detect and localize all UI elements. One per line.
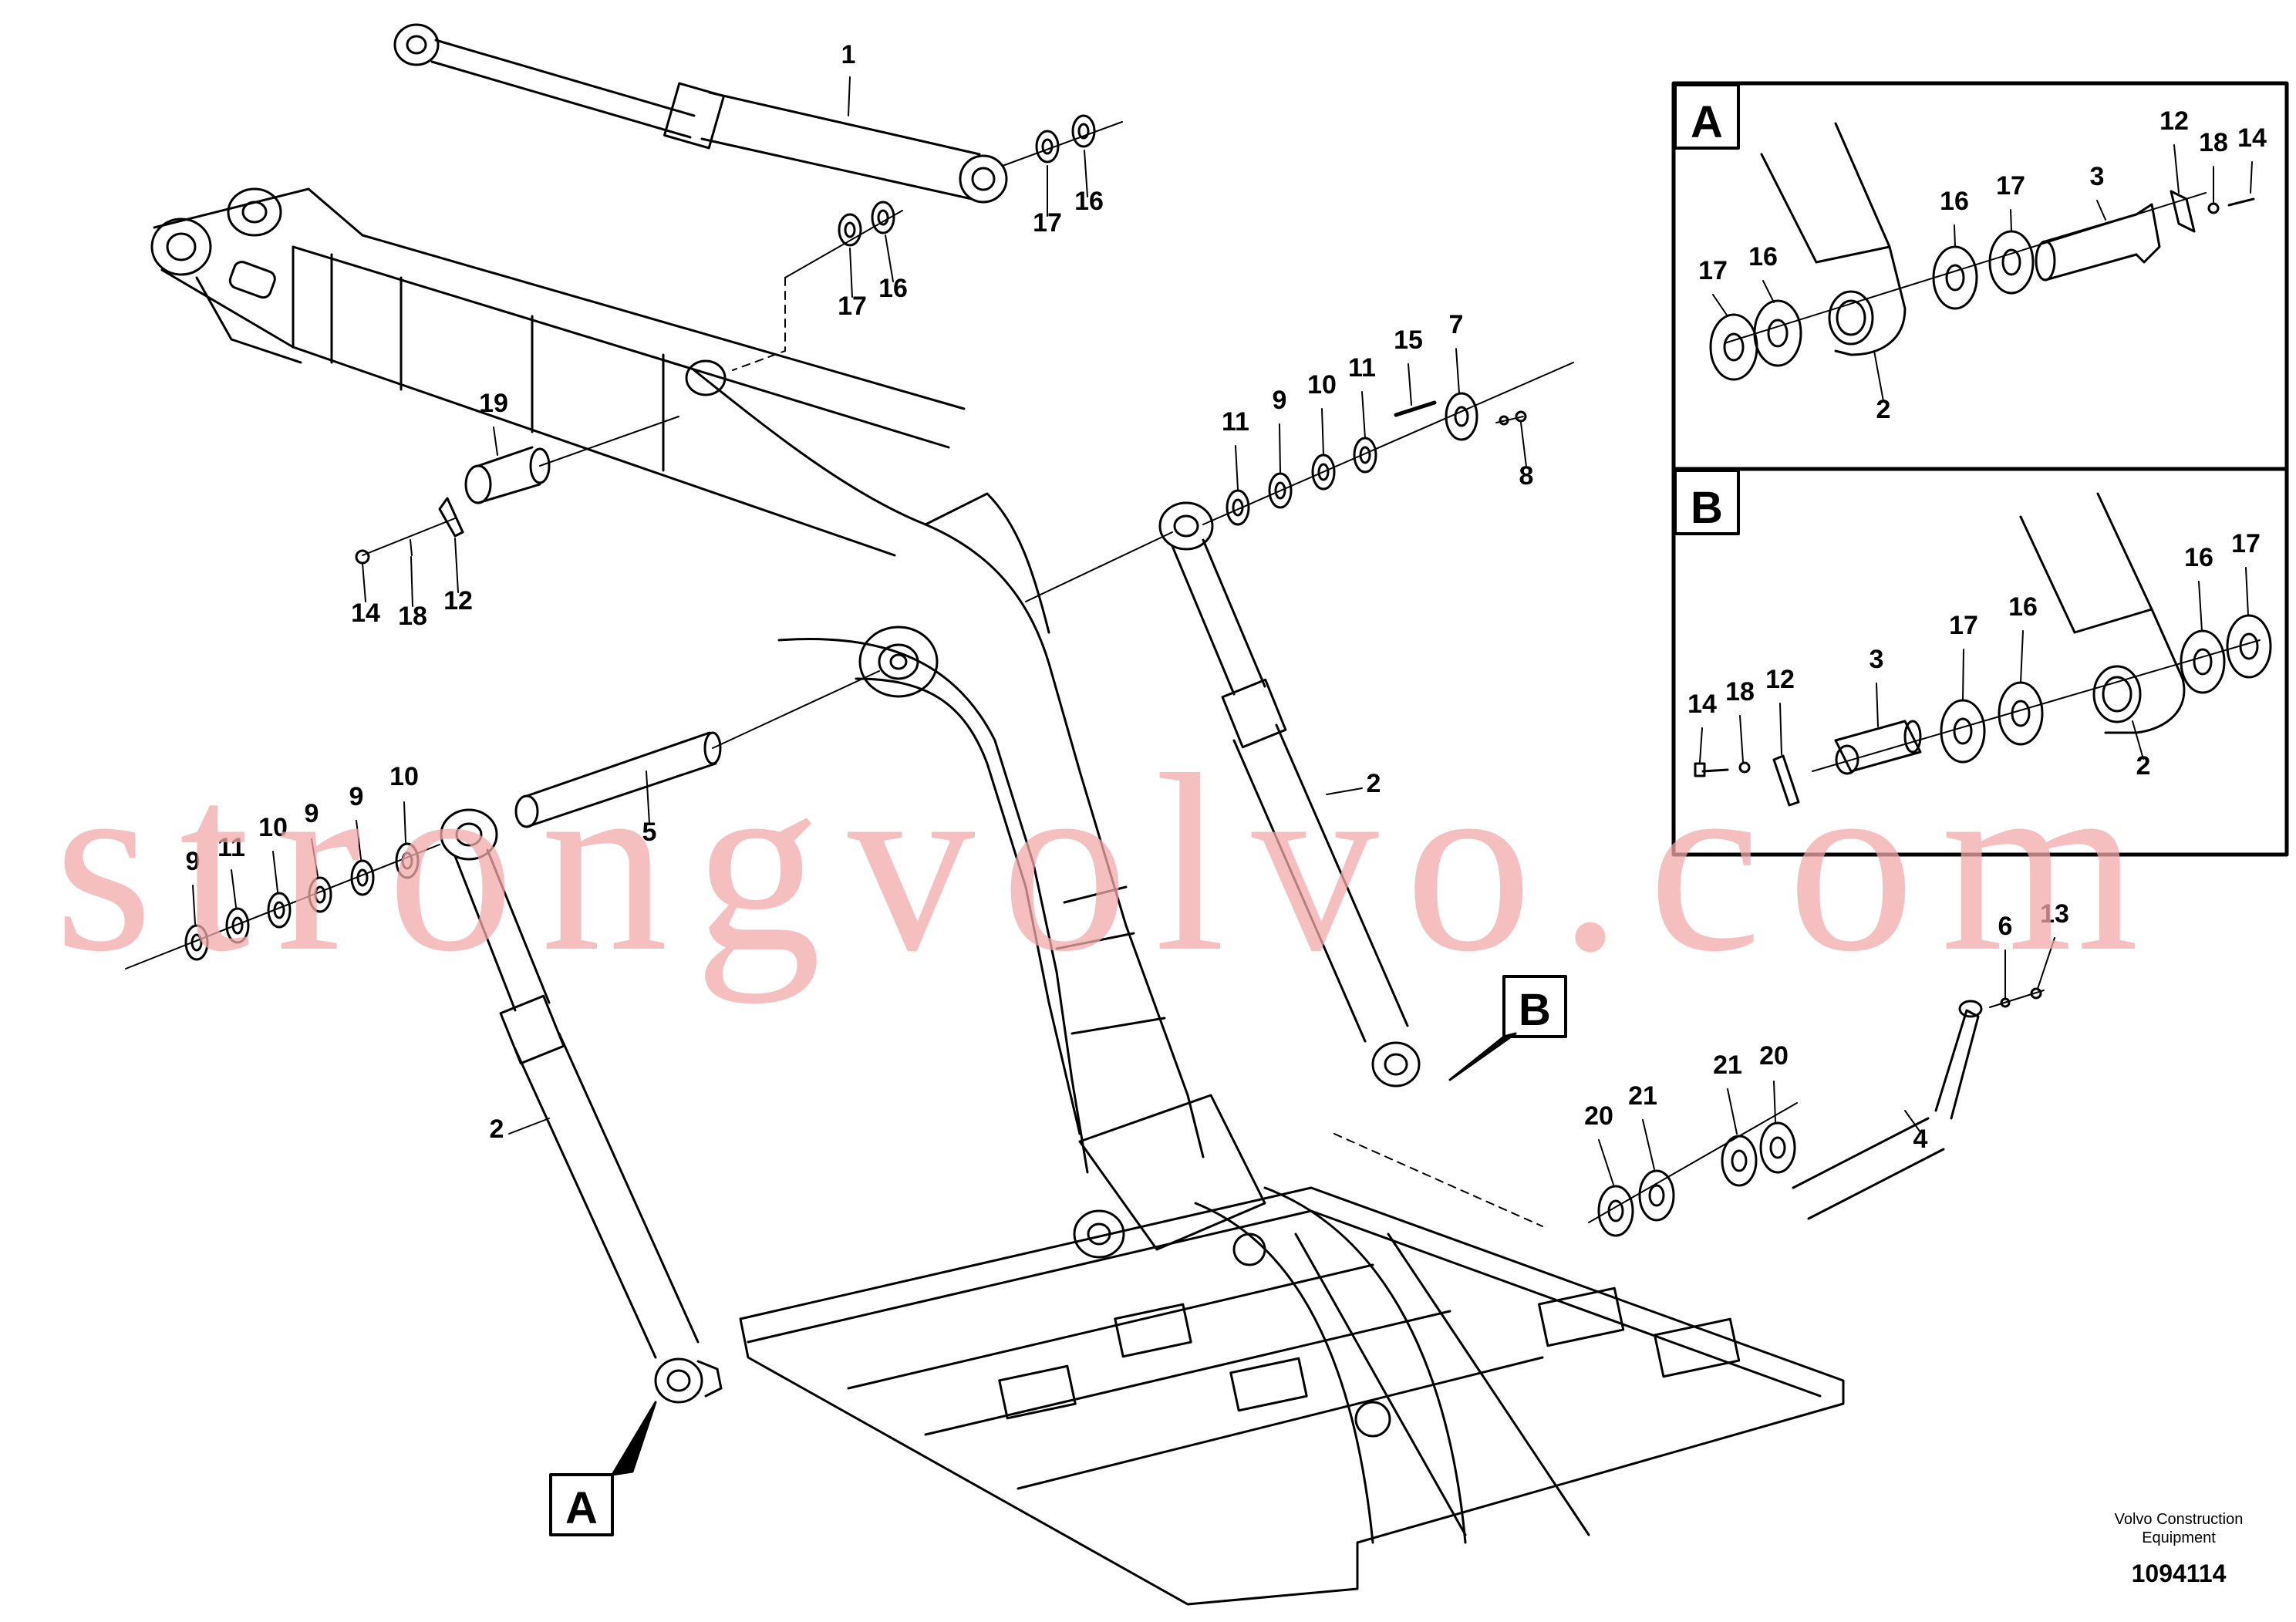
main-callout-10: 10 — [1307, 370, 1337, 400]
main-callout-9: 9 — [305, 799, 319, 828]
main-callout-7: 7 — [1449, 310, 1464, 339]
base-frame — [739, 1186, 1845, 1606]
inset-b-callout-17: 17 — [2231, 529, 2261, 558]
inset-a-callout-18: 18 — [2199, 128, 2228, 157]
view-marker-a — [549, 1401, 657, 1536]
washers-cylinder-1 — [732, 114, 1123, 371]
pin-4 — [1588, 987, 2045, 1237]
callout-labels-inset-a: 12 18 14 3 17 16 17 16 2 — [1698, 106, 2267, 424]
company-line-2: Equipment — [2142, 1529, 2216, 1546]
main-callout-11: 11 — [1348, 353, 1376, 383]
main-callout-19: 19 — [479, 389, 508, 418]
drawing-number: 1094114 — [2131, 1560, 2227, 1587]
inset-a-callout-17: 17 — [1996, 171, 2025, 201]
main-callout-16: 16 — [1074, 187, 1104, 216]
main-callout-5: 5 — [642, 818, 657, 847]
main-callout-4: 4 — [1913, 1125, 1928, 1154]
main-callout-21: 21 — [1713, 1050, 1742, 1080]
main-callout-14: 14 — [351, 599, 380, 628]
inset-a-callout-2: 2 — [1876, 395, 1891, 424]
inset-a-label: A — [1691, 97, 1723, 147]
main-callout-9: 9 — [1273, 386, 1287, 415]
inset-b-callout-16: 16 — [2184, 543, 2213, 572]
inset-b-label: B — [1691, 483, 1723, 533]
main-callout-1: 1 — [841, 40, 856, 69]
inset-a-callout-14: 14 — [2237, 123, 2267, 153]
main-callout-21: 21 — [1628, 1081, 1657, 1111]
detail-inset-b — [1671, 467, 2289, 857]
main-callout-17: 17 — [1033, 208, 1062, 238]
callout-labels-inset-b: 16 17 17 16 3 14 18 12 2 — [1687, 529, 2261, 781]
main-callout-11: 11 — [1222, 407, 1249, 437]
boom-cylinder-1 — [393, 23, 1008, 204]
inset-b-callout-12: 12 — [1765, 665, 1795, 694]
callout-labels-main: 1 17 16 17 16 19 14 18 12 11 9 10 11 15 7 8 5 9 11 10 9 9 10 2 2… — [186, 40, 2069, 1154]
company-line-1: Volvo Construction — [2114, 1511, 2244, 1528]
main-callout-17: 17 — [838, 292, 867, 321]
main-callout-18: 18 — [398, 602, 427, 631]
main-callout-20: 20 — [1759, 1041, 1789, 1071]
inset-b-callout-16: 16 — [2008, 592, 2038, 622]
inset-a-callout-16: 16 — [1748, 242, 1778, 271]
main-callout-16: 16 — [878, 274, 908, 303]
inset-b-callout-18: 18 — [1725, 677, 1755, 706]
inset-a-callout-12: 12 — [2159, 106, 2189, 136]
arm-structure — [150, 187, 966, 557]
pin-19 — [355, 416, 679, 565]
main-callout-12: 12 — [443, 586, 473, 615]
inset-a-callout-16: 16 — [1940, 187, 1969, 216]
main-callout-9: 9 — [349, 782, 364, 811]
view-marker-b — [1448, 975, 1567, 1081]
inset-a-callout-17: 17 — [1698, 256, 1728, 285]
view-marker-b-label: B — [1519, 985, 1551, 1035]
washers-left — [125, 842, 440, 969]
pin-5 — [514, 670, 880, 828]
detail-inset-a — [1671, 81, 2289, 471]
leader-lines — [192, 76, 2253, 1185]
boom-cylinder-2-right — [1025, 501, 1421, 1088]
main-callout-2: 2 — [1367, 769, 1381, 798]
footer-block: Volvo Construction Equipment 1094114 — [2075, 1510, 2283, 1588]
main-callout-8: 8 — [1519, 461, 1534, 491]
boom-structure — [693, 369, 1266, 1259]
main-callout-15: 15 — [1394, 325, 1423, 355]
inset-b-callout-17: 17 — [1949, 611, 1978, 640]
main-callout-2: 2 — [490, 1114, 504, 1144]
inset-b-callout-3: 3 — [1870, 645, 1884, 674]
main-callout-11: 11 — [217, 833, 245, 862]
inset-a-callout-3: 3 — [2090, 162, 2105, 191]
main-callout-10: 10 — [389, 762, 419, 791]
leader-dashed-base — [1333, 1133, 1543, 1227]
main-callout-20: 20 — [1584, 1101, 1613, 1131]
inset-b-callout-14: 14 — [1687, 690, 1717, 719]
washers-right-upper — [1202, 362, 1574, 526]
inset-b-callout-2: 2 — [2136, 751, 2151, 781]
main-callout-10: 10 — [258, 813, 288, 842]
view-marker-a-label: A — [565, 1483, 598, 1533]
main-callout-13: 13 — [2040, 899, 2069, 929]
main-callout-9: 9 — [186, 847, 201, 876]
boom-cylinder-2-left — [440, 808, 723, 1404]
main-callout-6: 6 — [1998, 912, 2013, 941]
